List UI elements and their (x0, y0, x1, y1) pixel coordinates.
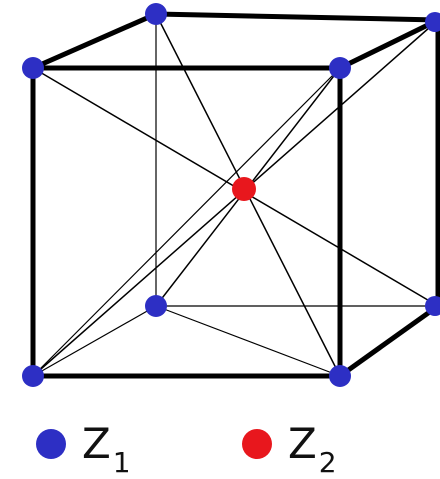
atom-z1 (145, 295, 167, 317)
legend-label-z1: Z1 (82, 419, 131, 479)
atom-z2 (232, 177, 256, 201)
legend-label-z2: Z2 (288, 419, 337, 479)
atom-z1 (425, 296, 440, 316)
face-diagonal (32, 67, 341, 377)
cube-edge (338, 17, 440, 71)
atom-z1 (329, 57, 351, 79)
cube-edge (338, 303, 440, 379)
atom-z1 (425, 12, 440, 32)
face-diagonal (155, 305, 341, 377)
cube-edge (155, 11, 439, 23)
atom-z1 (329, 365, 351, 387)
red-circle-icon (242, 429, 272, 459)
cube-lattice-svg (22, 3, 440, 387)
legend-z1: Z1 (36, 419, 131, 479)
cube-edge (31, 11, 158, 71)
atom-z1 (22, 57, 44, 79)
body-diagonal (32, 19, 439, 377)
hidden-edge (32, 305, 157, 377)
atom-z1 (145, 3, 167, 25)
legend-z2: Z2 (242, 419, 337, 479)
atom-z1 (22, 365, 44, 387)
blue-circle-icon (36, 429, 66, 459)
